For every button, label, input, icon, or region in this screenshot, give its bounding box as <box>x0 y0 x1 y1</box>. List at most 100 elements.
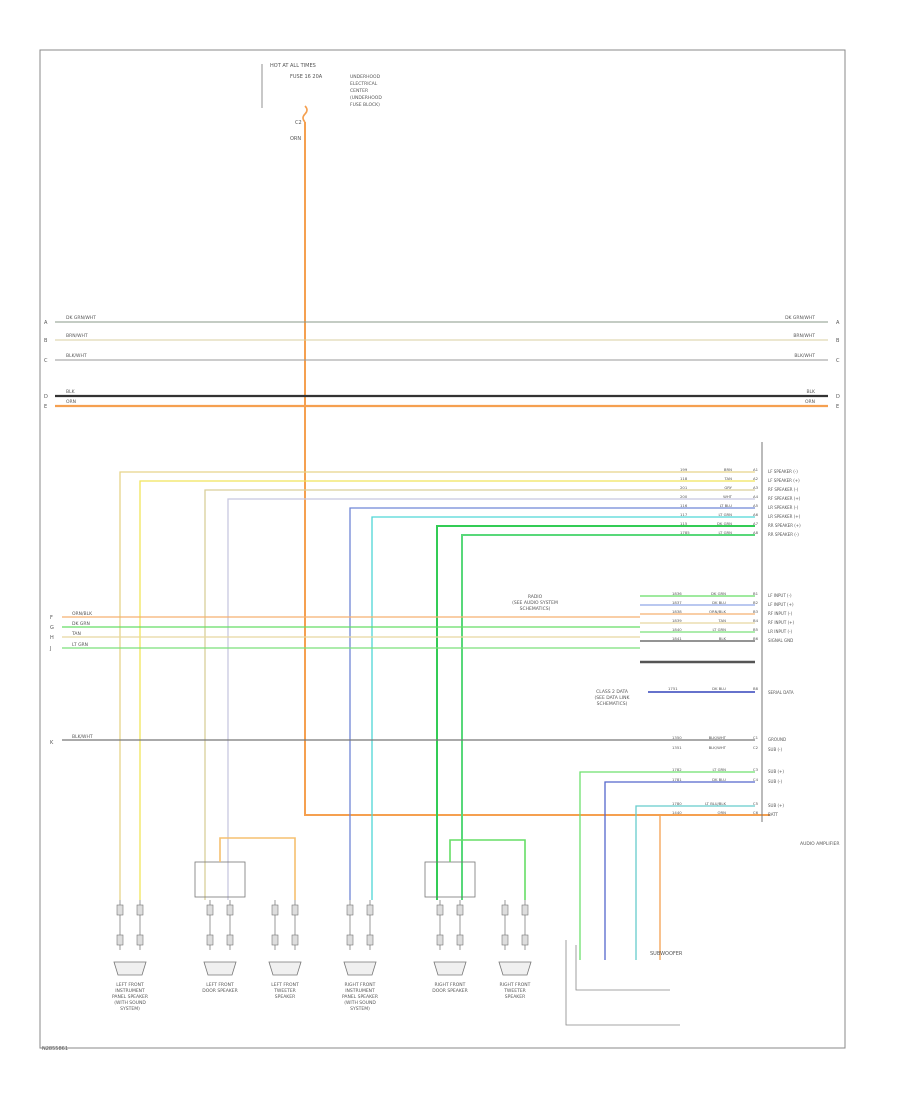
wire-color-label: LT BLU <box>720 503 733 508</box>
amp-pin: B2 <box>753 600 759 605</box>
speaker-label: LEFT FRONT <box>116 982 144 988</box>
radio-input-pin: H <box>50 635 54 641</box>
amp-pin: A5 <box>753 503 759 508</box>
connector-pin <box>456 934 464 946</box>
amp-pin-function: RR SPEAKER (+) <box>768 523 801 528</box>
diagram-frame <box>39 49 846 1049</box>
speaker-label: RIGHT FRONT <box>500 982 531 988</box>
wire-number: 1780 <box>672 801 682 806</box>
connector-pin <box>226 904 234 916</box>
connector-pin <box>206 934 214 946</box>
subwoofer: SUBWOOFER <box>565 940 683 1026</box>
speaker-wire <box>436 525 755 900</box>
connector-pin <box>206 904 214 916</box>
amp-pin: A2 <box>753 476 759 481</box>
amp-pin-function: SIGNAL GND <box>768 638 793 643</box>
amp-pin-function: BATT <box>768 812 779 817</box>
radio-input-label: DK GRN <box>72 621 90 627</box>
wire-color-label: ORN <box>718 810 727 815</box>
subwoofer-wire <box>635 805 755 960</box>
speaker-wire <box>227 498 755 900</box>
amp-pin: A4 <box>753 494 759 499</box>
connector-pin <box>136 934 144 946</box>
amp-pin: B5 <box>753 627 759 632</box>
amp-name: AUDIO AMPLIFIER <box>800 841 840 847</box>
crossover-box-right <box>424 861 476 898</box>
speaker-label: PANEL SPEAKER <box>112 994 148 1000</box>
bus-wire-label-right: ORN <box>805 399 815 405</box>
fuse-block-title: HOT AT ALL TIMES <box>270 63 316 69</box>
wire-number: 1440 <box>672 810 682 815</box>
speaker-label: SPEAKER <box>505 994 525 1000</box>
wire-number: 201 <box>680 485 688 490</box>
figure-id: N2855861 <box>42 1046 69 1052</box>
amp-pin: A7 <box>753 521 759 526</box>
connector-pin <box>271 934 279 946</box>
fuse-location-line: UNDERHOOD <box>350 74 381 80</box>
wire-color-label: LT GRN <box>718 530 732 535</box>
bus-wire-pin-left: D <box>44 394 48 400</box>
fuse-block-wire: ORN <box>290 136 301 142</box>
amp-pin: A6 <box>753 512 759 517</box>
connector-pin <box>456 904 464 916</box>
amp-pin-function: SUB (+) <box>768 803 784 808</box>
wire-number: 199 <box>680 467 688 472</box>
amp-pin-function: RF SPEAKER (-) <box>768 487 799 492</box>
wire-number: 1782 <box>672 767 682 772</box>
bus-wire-label-left: BRN/WHT <box>66 333 88 339</box>
speaker-label: DOOR SPEAKER <box>432 988 468 994</box>
ground-wire-pin: K <box>50 740 54 746</box>
radio-input-label: LT GRN <box>72 642 88 648</box>
wire-color-label: WHT <box>723 494 733 499</box>
amp-pin-function: LR SPEAKER (-) <box>768 505 799 510</box>
fuse-location-line: CENTER <box>350 88 368 94</box>
serial-note-line: CLASS 2 DATA <box>596 689 629 695</box>
speaker-wire <box>204 489 755 900</box>
wire-color-label: TAN <box>724 476 733 481</box>
speaker-label: RIGHT FRONT <box>435 982 466 988</box>
speaker-label: (WITH SOUND <box>114 1000 146 1006</box>
speaker-label: SYSTEM) <box>350 1006 370 1012</box>
speaker-label: TWEETER <box>503 988 526 994</box>
amp-pin-function: SUB (-) <box>768 779 782 784</box>
amp-pin-function: RF INPUT (-) <box>768 611 793 616</box>
amp-pin: B3 <box>753 609 759 614</box>
fuse-block-location: UNDERHOODELECTRICALCENTER(UNDERHOODFUSE … <box>350 74 382 108</box>
speaker-label: SYSTEM) <box>120 1006 140 1012</box>
bus-wire-label-left: BLK/WHT <box>66 353 87 359</box>
wire-number: 115 <box>680 521 688 526</box>
speaker-icon <box>113 961 147 976</box>
amp-pin: C6 <box>753 810 759 815</box>
connector-pin <box>521 904 529 916</box>
ground-wire-label: BLK/WHT <box>72 734 93 740</box>
serial-note-line: SCHEMATICS) <box>597 701 628 707</box>
wire-color-label: LT BLU/BLK <box>705 801 726 806</box>
connector-pin <box>366 934 374 946</box>
wire-number: 1351 <box>672 745 682 750</box>
speaker-wire <box>371 516 755 900</box>
bus-wire-label-right: BLK/WHT <box>794 353 815 359</box>
amp-pin: C3 <box>753 767 759 772</box>
subwoofer-wire <box>659 814 755 960</box>
amp-pin-function: SUB (+) <box>768 769 784 774</box>
fuse-location-line: (UNDERHOOD <box>350 95 382 101</box>
bus-wire-label-right: BRN/WHT <box>793 333 815 339</box>
amp-pin: C5 <box>753 801 759 806</box>
amp-pin-function: LF SPEAKER (+) <box>768 478 800 483</box>
wire-number: 1837 <box>672 600 682 605</box>
amp-pin-function: LF INPUT (-) <box>768 593 792 598</box>
amp-pin: B1 <box>753 591 759 596</box>
wire-color-label: LT GRN <box>718 512 732 517</box>
amp-pin: B8 <box>753 686 759 691</box>
bus-wire-label-right: BLK <box>806 389 816 395</box>
bus-wire-label-left: DK GRN/WHT <box>66 315 96 321</box>
radio-input-pin: J <box>49 646 51 652</box>
speaker-label: INSTRUMENT <box>115 988 145 994</box>
speaker-label: INSTRUMENT <box>345 988 375 994</box>
radio-input-pin: F <box>50 615 53 621</box>
wire-number: 1839 <box>672 618 682 623</box>
